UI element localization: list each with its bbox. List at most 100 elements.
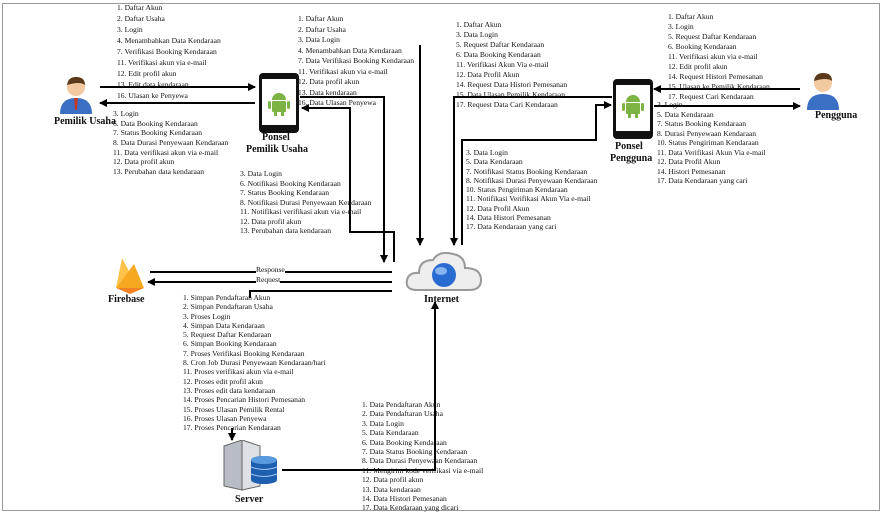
flow-item: 13. Data kendaraan <box>362 484 421 494</box>
flow-item: 3. Data Login <box>362 418 404 428</box>
flow-item: 15. Data Ulasan Pemilik Kendaraan <box>456 90 566 99</box>
flow-item: 14. Data Histori Pemesanan <box>362 493 447 503</box>
user-person-icon <box>60 77 92 114</box>
node-label-pemilik-usaha: Pemilik Usaha <box>54 116 116 127</box>
flow-item: 1. Daftar Akun <box>456 20 502 29</box>
flow-item: 7. Data Status Booking Kendaraan <box>362 446 468 456</box>
flow-item: 14. Request Data Histori Pemesanan <box>456 80 568 89</box>
flow-item: 1. Data Pendaftaran Akun <box>362 400 441 409</box>
flow-item: 13. Data kendaraan <box>298 87 357 97</box>
flow-item: 3. Login <box>117 25 143 34</box>
flow-item: 17. Data Kendaraan yang cari <box>466 222 557 232</box>
flow-item: 3. Login <box>113 109 139 118</box>
flow-item: 7. Verifikasi Booking Kendaraan <box>117 47 217 56</box>
flow-item: 7. Status Booking Kendaraan <box>113 128 203 138</box>
flow-item: 12. Data profil akun <box>298 77 360 86</box>
flow-item: 8. Notifikasi Durasi Penyewaan Kendaraan <box>466 175 598 185</box>
flow-item: 2. Daftar Usaha <box>117 14 165 23</box>
flow-item: 13. Perubahan data kendaraan <box>113 167 205 177</box>
node-label-pengguna: Pengguna <box>815 110 858 121</box>
flow-item: 17. Data Kendaraan yang cari <box>657 176 748 185</box>
arrow-internet-to-ponsel-pengguna <box>461 101 612 245</box>
internet-globe-cloud-icon <box>405 251 483 291</box>
flow-item: 11. Verifikasi akun via e-mail <box>668 52 758 61</box>
android-phone-icon <box>259 73 299 133</box>
server-database-icon <box>223 440 278 491</box>
flow-item: 8. Data Durasi Penyewaan Kendaraan <box>362 456 478 466</box>
flow-item: 5. Data Kendaraan <box>466 157 523 167</box>
flow-item: 14. Data Histori Pemesanan <box>466 213 551 223</box>
flow-item: 3. Login <box>657 100 683 109</box>
flow-item: 6. Data Booking Kendaraan <box>113 118 198 128</box>
flow-item: 11. Verifikasi akun via e-mail <box>117 58 207 67</box>
flow-item: 2. Data Pendaftaran Usaha <box>362 409 443 419</box>
flow-item: 4. Menambahkan Data Kendaraan <box>298 45 402 55</box>
arrow-ponsel-pengguna-to-internet <box>450 96 612 246</box>
flow-item: 16. Data Ulasan Penyewa <box>298 98 377 107</box>
flow-item: 11. Notifikasi Verifikasi Akun Via e-mai… <box>466 194 591 204</box>
arrow-internet-to-ponsel-pemilik <box>301 104 395 262</box>
flow-item: 15. Proses Ulasan Pemilik Rental <box>183 404 285 414</box>
flow-item: 5. Data Kendaraan <box>362 428 419 438</box>
flow-item: 7. Proses Verifikasi Booking Kendaraan <box>183 348 305 358</box>
node-label-ponsel-pengguna: Ponsel <box>615 141 643 152</box>
flow-item: 7. Status Booking Kendaraan <box>240 188 330 197</box>
flow-item: 13. Proses edit data kendaraan <box>183 385 276 395</box>
flow-item: 11. Data verifikasi akun via e-mail <box>113 147 219 157</box>
flow-item: 12. Proses edit profil akun <box>183 376 263 386</box>
flow-item: 15. Ulasan ke Pemilik Kendaraan <box>668 82 770 91</box>
flow-item: 5. Request Daftar Kendaraan <box>456 40 545 49</box>
flow-item: 6. Data Booking Kendaraan <box>362 437 447 447</box>
flow-item: 7. Data Verifikasi Booking Kendaraan <box>298 56 415 65</box>
flow-item: 17. Request Data Cari Kendaraan <box>456 100 558 109</box>
flow-item: 17. Data Kendaraan yang dicari <box>362 503 459 513</box>
flow-item: 2. Simpan Pendaftaran Usaha <box>183 302 273 312</box>
node-label-ponsel-pengguna-sub: Pengguna <box>610 153 653 164</box>
flow-item: 3. Proses Login <box>183 311 231 321</box>
node-label-ponsel-pemilik: Ponsel <box>262 132 290 143</box>
flow-item: 1. Daftar Akun <box>298 14 344 23</box>
flow-item: 13. Perubahan data kendaraan <box>240 226 332 235</box>
node-label-firebase: Firebase <box>108 294 145 305</box>
node-label-internet: Internet <box>424 294 459 305</box>
flow-item: 1. Daftar Akun <box>668 12 714 21</box>
flow-item: 3. Data Login <box>298 35 340 44</box>
flow-item: 3. Data Login <box>456 30 498 39</box>
flow-item: 2. Daftar Usaha <box>298 24 346 34</box>
arrow-ponsel-pemilik-to-internet <box>300 96 388 263</box>
diagram-frame <box>2 3 880 511</box>
flow-item: 12. Data profil akun <box>240 216 302 226</box>
flow-item: 7. Notifikasi Status Booking Kendaraan <box>466 166 588 176</box>
node-label-server: Server <box>235 494 264 505</box>
flow-item: 8. Notifikasi Durasi Penyewaan Kendaraan <box>240 197 372 207</box>
flow-item: 12. Edit profil akun <box>117 69 177 78</box>
flow-item: 11. Verifikasi akun via e-mail <box>298 66 388 76</box>
edge-label-response: Response <box>256 265 285 274</box>
flow-item: 3. Login <box>668 22 694 31</box>
flow-item: 10. Status Pengiriman Kendaraan <box>466 185 568 195</box>
flow-item: 14. Proses Pencarian Histori Pemesanan <box>183 395 306 405</box>
flow-item: 7. Status Booking Kendaraan <box>657 119 747 128</box>
flow-item: 5. Request Daftar Kendaraan <box>183 330 272 340</box>
firebase-flame-icon <box>116 258 144 294</box>
flow-item: 12. Edit profil akun <box>668 62 728 71</box>
flow-item: 14. Histori Pemesanan <box>657 166 726 176</box>
flow-item: 17. Request Cari Kendaraan <box>668 92 754 101</box>
flow-item: 8. Data Durasi Penyewaan Kendaraan <box>113 138 229 148</box>
flow-item: 6. Simpan Booking Kendaraan <box>183 339 277 349</box>
flow-item: 6. Notifikasi Booking Kendaraan <box>240 178 341 188</box>
flow-item: 3. Data Login <box>466 148 508 157</box>
flow-item: 12. Data profil akun <box>362 475 424 485</box>
flow-item: 12. Data Profil Akun <box>456 70 520 79</box>
flow-item: 8. Cron Job Durasi Penyewaan Kendaraan/h… <box>183 358 326 368</box>
flow-item: 3. Data Login <box>240 169 282 178</box>
